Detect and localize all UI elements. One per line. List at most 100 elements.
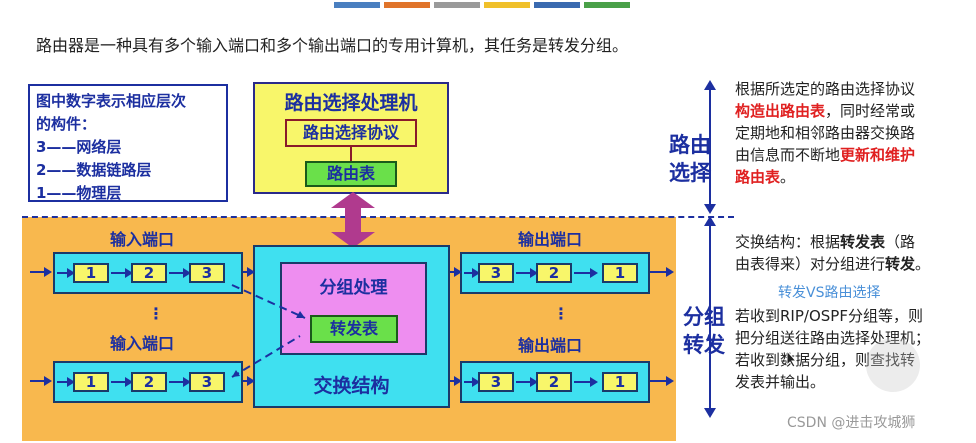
layer-1-cell: 1 — [73, 372, 109, 392]
output-arrow-icon — [650, 267, 674, 277]
pkt-desc-line-2: 把分组送往路由选择处理机； — [735, 329, 931, 347]
layer-2-cell: 2 — [131, 263, 167, 283]
output-port-bottom: 3 2 1 — [460, 361, 650, 403]
routing-desc-line-5: 。 — [780, 168, 796, 186]
routing-description: 根据所选定的路由选择协议 构造出路由表，同时经常或 定期地和相邻路由器交换路 由… — [735, 78, 915, 188]
forwarding-table-box: 转发表 — [310, 315, 398, 343]
switch-fabric: 分组处理 转发表 交换结构 — [253, 245, 450, 408]
packet-processing-label: 分组处理 — [319, 278, 388, 298]
fwd-desc-line-1a: 交换结构：根据 — [735, 233, 841, 251]
fwd-desc-bold-2: 转发 — [885, 255, 916, 273]
output-port-top: 3 2 1 — [460, 252, 650, 294]
layer-1-cell: 1 — [602, 372, 638, 392]
mouse-cursor-icon — [786, 350, 798, 368]
legend-line-4: 2——数据链路层 — [36, 161, 152, 179]
top-bar-5 — [534, 2, 580, 8]
page-title: 路由器是一种具有多个输入端口和多个输出端口的专用计算机，其任务是转发分组。 — [36, 36, 629, 55]
arrow-icon — [464, 268, 480, 278]
top-bar-3 — [434, 2, 480, 8]
arrow-icon — [516, 377, 538, 387]
pkt-desc-line-3: 若收到数据分组，则查找转 — [735, 351, 916, 369]
input-port-top: 1 2 3 — [53, 252, 243, 294]
forwarding-label-line-2: 转发 — [683, 333, 725, 357]
routing-processor-title: 路由选择处理机 — [284, 92, 418, 114]
arrow-icon — [464, 377, 480, 387]
legend-line-2: 的构件： — [36, 115, 97, 133]
layer-2-cell: 2 — [536, 372, 572, 392]
layer-3-cell: 3 — [478, 263, 514, 283]
switch-to-output-arrow — [450, 376, 462, 386]
output-port-label-top: 输出端口 — [518, 230, 583, 249]
arrow-icon — [516, 268, 538, 278]
layer-1-cell: 1 — [73, 263, 109, 283]
forwarding-section-label: 分组 转发 — [683, 303, 725, 359]
routing-desc-highlight-3: 路由表 — [735, 168, 781, 186]
input-arrow-icon — [30, 267, 52, 277]
top-bar-2 — [384, 2, 430, 8]
arrow-icon — [574, 268, 598, 278]
forwarding-label-line-1: 分组 — [683, 305, 725, 329]
input-port-label-bottom: 输入端口 — [110, 334, 175, 353]
arrow-icon — [574, 377, 598, 387]
arrow-icon — [111, 377, 133, 387]
touch-indicator — [866, 338, 920, 392]
output-port-label-bottom: 输出端口 — [518, 336, 583, 355]
switch-fabric-label: 交换结构 — [313, 375, 390, 397]
output-ellipsis: ⋮ — [553, 304, 569, 323]
routing-table-box: 路由表 — [305, 161, 397, 187]
top-bar-1 — [334, 2, 380, 8]
arrow-icon — [57, 377, 75, 387]
fwd-desc-bold-1: 转发表 — [840, 233, 886, 251]
fwd-desc-line-2b: 。 — [915, 255, 931, 273]
packet-handling-description: 若收到RIP/OSPF分组等，则 把分组送往路由选择处理机； 若收到数据分组，则… — [735, 305, 930, 393]
input-to-switch-arrow — [243, 376, 255, 386]
layer-1-cell: 1 — [602, 263, 638, 283]
routing-desc-line-4: 由信息而不断地 — [735, 146, 841, 164]
legend-box: 图中数字表示相应层次 的构件： 3——网络层 2——数据链路层 1——物理层 — [28, 84, 228, 202]
pkt-desc-line-1: 若收到RIP/OSPF分组等，则 — [735, 307, 923, 325]
input-arrow-icon — [30, 376, 52, 386]
arrow-icon — [169, 377, 191, 387]
protocol-connector — [350, 147, 352, 161]
top-bar-4 — [484, 2, 530, 8]
output-arrow-icon — [650, 376, 674, 386]
routing-label-line-2: 选择 — [669, 161, 711, 185]
input-ellipsis: ⋮ — [148, 304, 164, 323]
legend-line-5: 1——物理层 — [36, 184, 122, 202]
plane-divider — [22, 216, 734, 218]
layer-3-cell: 3 — [189, 263, 225, 283]
watermark: CSDN @进击攻城狮 — [787, 415, 916, 431]
input-port-bottom: 1 2 3 — [53, 361, 243, 403]
routing-section-label: 路由 选择 — [669, 131, 711, 187]
routing-desc-highlight-2: 更新和维护 — [840, 146, 916, 164]
legend-line-1: 图中数字表示相应层次 — [36, 92, 187, 110]
legend-line-3: 3——网络层 — [36, 138, 122, 156]
routing-protocol-box: 路由选择协议 — [285, 119, 417, 147]
bracket-arrows — [704, 80, 716, 418]
routing-desc-line-1: 根据所选定的路由选择协议 — [735, 80, 916, 98]
routing-desc-line-3: 定期地和相邻路由器交换路 — [735, 124, 916, 142]
forwarding-description: 交换结构：根据转发表（路 由表得来）对分组进行转发。 — [735, 231, 930, 275]
arrow-icon — [111, 268, 133, 278]
layer-3-cell: 3 — [189, 372, 225, 392]
top-bar-6 — [584, 2, 630, 8]
layer-2-cell: 2 — [536, 263, 572, 283]
fwd-desc-line-1b: （路 — [885, 233, 916, 251]
input-to-switch-arrow — [243, 267, 255, 277]
routing-processor: 路由选择处理机 路由选择协议 路由表 — [253, 82, 449, 194]
layer-2-cell: 2 — [131, 372, 167, 392]
bidirectional-arrow-icon — [331, 192, 375, 248]
arrow-icon — [169, 268, 191, 278]
switch-to-output-arrow — [450, 267, 462, 277]
routing-desc-line-2: ，同时经常或 — [825, 102, 916, 120]
routing-desc-highlight-1: 构造出路由表 — [735, 102, 826, 120]
packet-processing-box: 分组处理 转发表 — [280, 262, 427, 355]
routing-label-line-1: 路由 — [669, 133, 711, 157]
layer-3-cell: 3 — [478, 372, 514, 392]
forwarding-vs-routing-label: 转发VS路由选择 — [778, 285, 881, 301]
input-port-label-top: 输入端口 — [110, 230, 175, 249]
arrow-icon — [57, 268, 75, 278]
pkt-desc-line-4: 发表并输出。 — [735, 373, 826, 391]
fwd-desc-line-2a: 由表得来）对分组进行 — [735, 255, 886, 273]
